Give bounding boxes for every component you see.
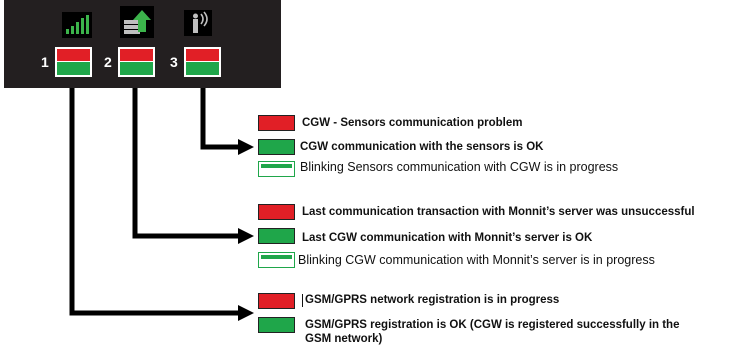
led-number-2: 2 bbox=[104, 54, 112, 70]
led-1 bbox=[55, 47, 92, 77]
swatch-sensors-green bbox=[258, 139, 295, 155]
legend-gsm-red-text: GSM/GPRS network registration is in prog… bbox=[302, 294, 559, 307]
connector-gsm bbox=[69, 88, 240, 316]
legend-server-blinking-text: Blinking CGW communication with Monnit’s… bbox=[298, 253, 655, 267]
led-2 bbox=[118, 47, 155, 77]
legend-gsm-green-text-continued: GSM network) bbox=[305, 333, 383, 345]
arrowhead-sensors bbox=[238, 139, 254, 155]
connector-server bbox=[132, 88, 240, 239]
arrowhead-gsm bbox=[238, 305, 254, 321]
swatch-gsm-red bbox=[258, 293, 295, 309]
server-upload-icon bbox=[120, 6, 154, 43]
led-number-3: 3 bbox=[170, 54, 178, 70]
legend-server-red-text: Last communication transaction with Monn… bbox=[302, 206, 695, 218]
swatch-gsm-green bbox=[258, 317, 295, 333]
wireless-sensor-icon bbox=[184, 10, 212, 41]
connector-sensors bbox=[200, 88, 240, 150]
signal-bars-icon bbox=[62, 12, 92, 43]
legend-server-green-text: Last CGW communication with Monnit’s ser… bbox=[302, 232, 593, 244]
swatch-server-green bbox=[258, 228, 295, 244]
arrowhead-server bbox=[238, 228, 254, 244]
legend-sensors-blinking-text: Blinking Sensors communication with CGW … bbox=[300, 160, 619, 174]
swatch-sensors-blinking bbox=[258, 161, 295, 177]
led-3 bbox=[184, 47, 221, 77]
legend-sensors-green-text: CGW communication with the sensors is OK bbox=[300, 141, 544, 153]
swatch-sensors-red bbox=[258, 115, 295, 131]
led-number-1: 1 bbox=[41, 54, 49, 70]
indicator-panel: 1 2 3 bbox=[4, 0, 281, 88]
swatch-server-blinking bbox=[258, 252, 295, 268]
legend-gsm-green-text: GSM/GPRS registration is OK (CGW is regi… bbox=[305, 319, 680, 331]
legend-sensors-red-text: CGW - Sensors communication problem bbox=[302, 117, 523, 129]
swatch-server-red bbox=[258, 204, 295, 220]
